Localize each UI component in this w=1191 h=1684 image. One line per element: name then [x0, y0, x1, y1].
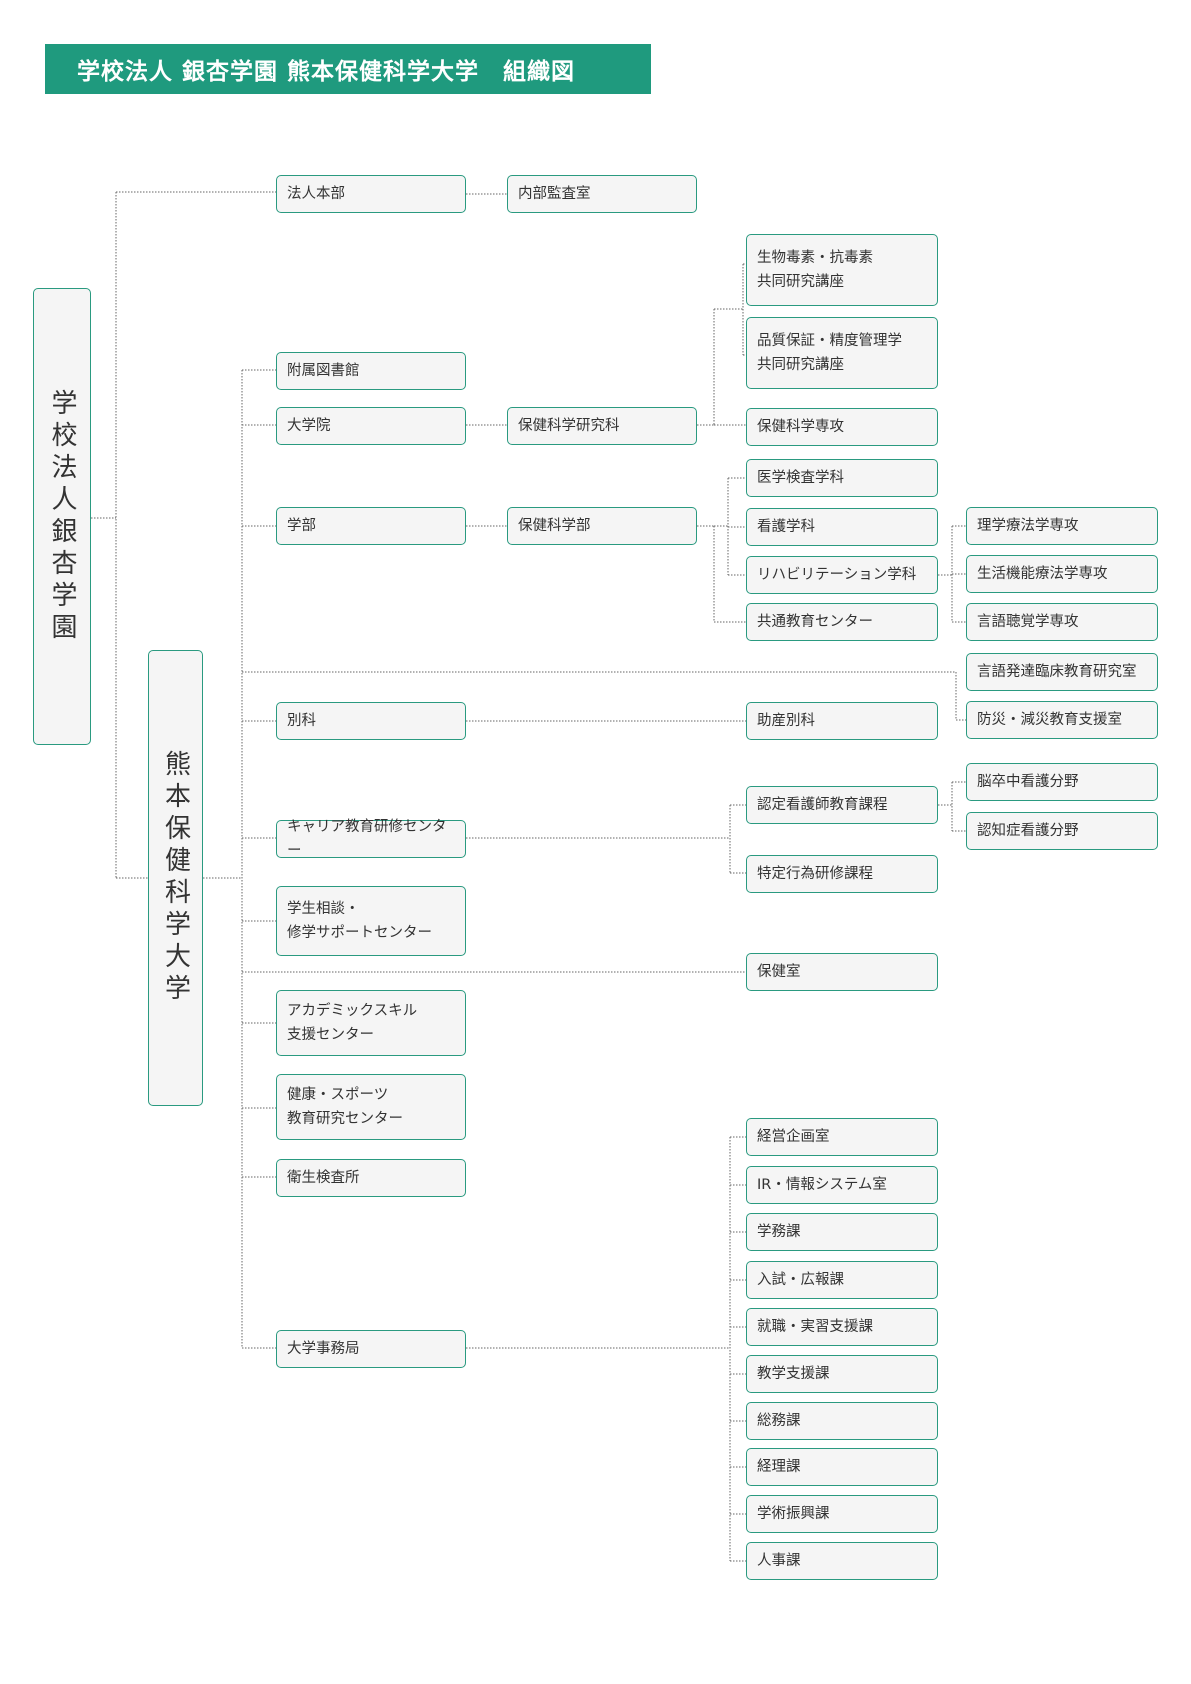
node-ir-joho: IR・情報システム室: [746, 1166, 938, 1204]
node-label: 経理課: [757, 1459, 801, 1475]
node-label: 内部監査室: [518, 186, 591, 202]
node-label: 法人本部: [287, 186, 345, 202]
node-nintei-kango: 認定看護師教育課程: [746, 786, 938, 824]
node-hoken-gakubu: 保健科学部: [507, 507, 697, 545]
node-label: アカデミックスキル 支援センター: [287, 1003, 418, 1043]
node-label: 入試・広報課: [757, 1272, 844, 1288]
node-label: 保健室: [757, 964, 801, 980]
node-houjin-honbu: 法人本部: [276, 175, 466, 213]
node-rihabiri: リハビリテーション学科: [746, 556, 938, 594]
node-shushoku: 就職・実習支援課: [746, 1308, 938, 1346]
node-label: 就職・実習支援課: [757, 1319, 873, 1335]
node-gengo-chokaku: 言語聴覚学専攻: [966, 603, 1158, 641]
node-gakusei-sodan: 学生相談・ 修学サポートセンター: [276, 886, 466, 956]
node-jinji: 人事課: [746, 1542, 938, 1580]
node-igaku-kensa: 医学検査学科: [746, 459, 938, 497]
node-label: 特定行為研修課程: [757, 866, 873, 882]
node-label: 附属図書館: [287, 363, 360, 379]
node-label: 言語聴覚学専攻: [977, 614, 1079, 630]
university-box: 熊本保健科学大学: [148, 650, 203, 1106]
node-label: 医学検査学科: [757, 470, 844, 486]
node-gakubu: 学部: [276, 507, 466, 545]
node-label: 理学療法学専攻: [977, 518, 1079, 534]
node-label: 学務課: [757, 1224, 801, 1240]
node-bosai-gensai: 防災・減災教育支援室: [966, 701, 1158, 739]
node-somu: 総務課: [746, 1402, 938, 1440]
node-seibutsu-dokuso: 生物毒素・抗毒素 共同研究講座: [746, 234, 938, 306]
node-rigaku-ryoho: 理学療法学専攻: [966, 507, 1158, 545]
node-label: IR・情報システム室: [757, 1177, 887, 1193]
node-nousochu: 脳卒中看護分野: [966, 763, 1158, 801]
node-label: 生活機能療法学専攻: [977, 566, 1108, 582]
node-label: 助産別科: [757, 713, 815, 729]
node-label: 脳卒中看護分野: [977, 774, 1079, 790]
node-label: 防災・減災教育支援室: [977, 712, 1122, 728]
node-label: 人事課: [757, 1553, 801, 1569]
node-hokenshitsu: 保健室: [746, 953, 938, 991]
node-hoken-kenkyuka: 保健科学研究科: [507, 407, 697, 445]
node-kango: 看護学科: [746, 508, 938, 546]
root-corporation-box: 学校法人銀杏学園: [33, 288, 91, 745]
node-label: 言語発達臨床教育研究室: [977, 664, 1137, 680]
page-title: 学校法人 銀杏学園 熊本保健科学大学 組織図: [45, 44, 651, 94]
node-keiri: 経理課: [746, 1448, 938, 1486]
node-label: 大学事務局: [287, 1341, 360, 1357]
university-label: 熊本保健科学大学: [160, 750, 191, 1006]
node-label: 別科: [287, 713, 316, 729]
node-hoken-senko: 保健科学専攻: [746, 408, 938, 446]
node-label: 保健科学部: [518, 518, 591, 534]
node-label: 教学支援課: [757, 1366, 830, 1382]
node-gengo-hattatsu: 言語発達臨床教育研究室: [966, 653, 1158, 691]
node-career-center: キャリア教育研修センター: [276, 819, 466, 859]
node-tokutei-koi: 特定行為研修課程: [746, 855, 938, 893]
node-kyogaku-shien: 教学支援課: [746, 1355, 938, 1393]
node-label: 学部: [287, 518, 316, 534]
node-keiei-kikaku: 経営企画室: [746, 1118, 938, 1156]
node-kyotsu-kyoiku: 共通教育センター: [746, 603, 938, 641]
node-seikatsu-kino: 生活機能療法学専攻: [966, 555, 1158, 593]
node-label: キャリア教育研修センター: [287, 819, 447, 859]
node-fuzoku-toshokan: 附属図書館: [276, 352, 466, 390]
node-hinshitsu-hosho: 品質保証・精度管理学 共同研究講座: [746, 317, 938, 389]
node-label: 看護学科: [757, 519, 815, 535]
node-bekka: 別科: [276, 702, 466, 740]
node-gakumu: 学務課: [746, 1213, 938, 1251]
node-nyushi-koho: 入試・広報課: [746, 1261, 938, 1299]
node-label: 大学院: [287, 418, 331, 434]
node-ninchisho: 認知症看護分野: [966, 812, 1158, 850]
node-label: 品質保証・精度管理学 共同研究講座: [757, 333, 902, 373]
node-label: 学生相談・ 修学サポートセンター: [287, 901, 432, 941]
node-label: 経営企画室: [757, 1129, 830, 1145]
node-daigakuin: 大学院: [276, 407, 466, 445]
node-label: 衛生検査所: [287, 1170, 360, 1186]
node-eisei-kensa: 衛生検査所: [276, 1159, 466, 1197]
node-label: 健康・スポーツ 教育研究センター: [287, 1087, 403, 1127]
node-kenko-sports: 健康・スポーツ 教育研究センター: [276, 1074, 466, 1140]
node-label: 保健科学専攻: [757, 419, 844, 435]
node-label: 共通教育センター: [757, 614, 873, 630]
node-label: 総務課: [757, 1413, 801, 1429]
node-label: 保健科学研究科: [518, 418, 620, 434]
node-label: 認定看護師教育課程: [757, 797, 888, 813]
node-label: リハビリテーション学科: [757, 567, 917, 583]
node-academic-skill: アカデミックスキル 支援センター: [276, 990, 466, 1056]
node-label: 認知症看護分野: [977, 823, 1079, 839]
node-label: 生物毒素・抗毒素 共同研究講座: [757, 250, 873, 290]
node-daigaku-jimukyoku: 大学事務局: [276, 1330, 466, 1368]
node-josan-bekka: 助産別科: [746, 702, 938, 740]
node-gakujutsu: 学術振興課: [746, 1495, 938, 1533]
node-naibu-kansa: 内部監査室: [507, 175, 697, 213]
root-corporation-label: 学校法人銀杏学園: [47, 388, 77, 645]
node-label: 学術振興課: [757, 1506, 830, 1522]
